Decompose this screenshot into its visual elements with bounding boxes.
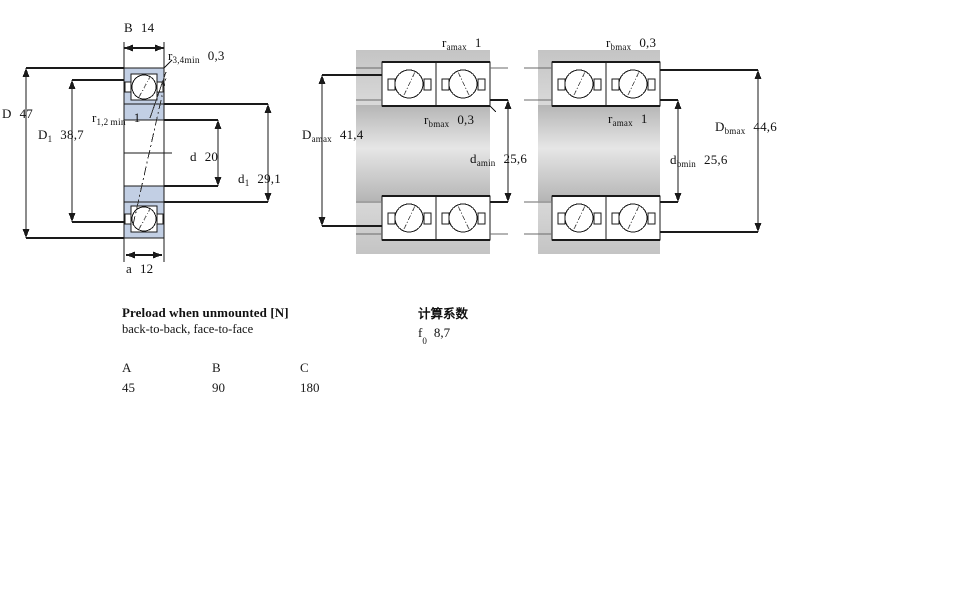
factor-subscript: 0 xyxy=(422,335,427,346)
factor-value: 8,7 xyxy=(433,325,451,340)
preload-col-A-value: 45 xyxy=(122,380,135,395)
factor-symbol: f xyxy=(418,325,423,340)
preload-col-B-label: B xyxy=(212,360,221,375)
bearing-cross-section-svg xyxy=(22,42,272,262)
factor-heading: 计算系数 xyxy=(418,306,469,321)
abutment-ff-svg xyxy=(524,50,762,254)
preload-section: Preload when unmounted [N] back-to-back,… xyxy=(122,305,422,337)
factor-section: 计算系数 f0 8,7 xyxy=(418,303,618,346)
preload-table: A B C 45 90 180 xyxy=(122,360,422,396)
preload-col-C-value: 180 xyxy=(300,380,320,395)
preload-col-B-value: 90 xyxy=(212,380,225,395)
preload-col-A-label: A xyxy=(122,360,132,375)
preload-heading: Preload when unmounted [N] xyxy=(122,305,289,320)
factor-value-row: f0 8,7 xyxy=(418,325,618,346)
abutment-bb-svg xyxy=(318,50,512,254)
preload-col-C-label: C xyxy=(300,360,309,375)
preload-subheading: back-to-back, face-to-face xyxy=(122,322,254,336)
